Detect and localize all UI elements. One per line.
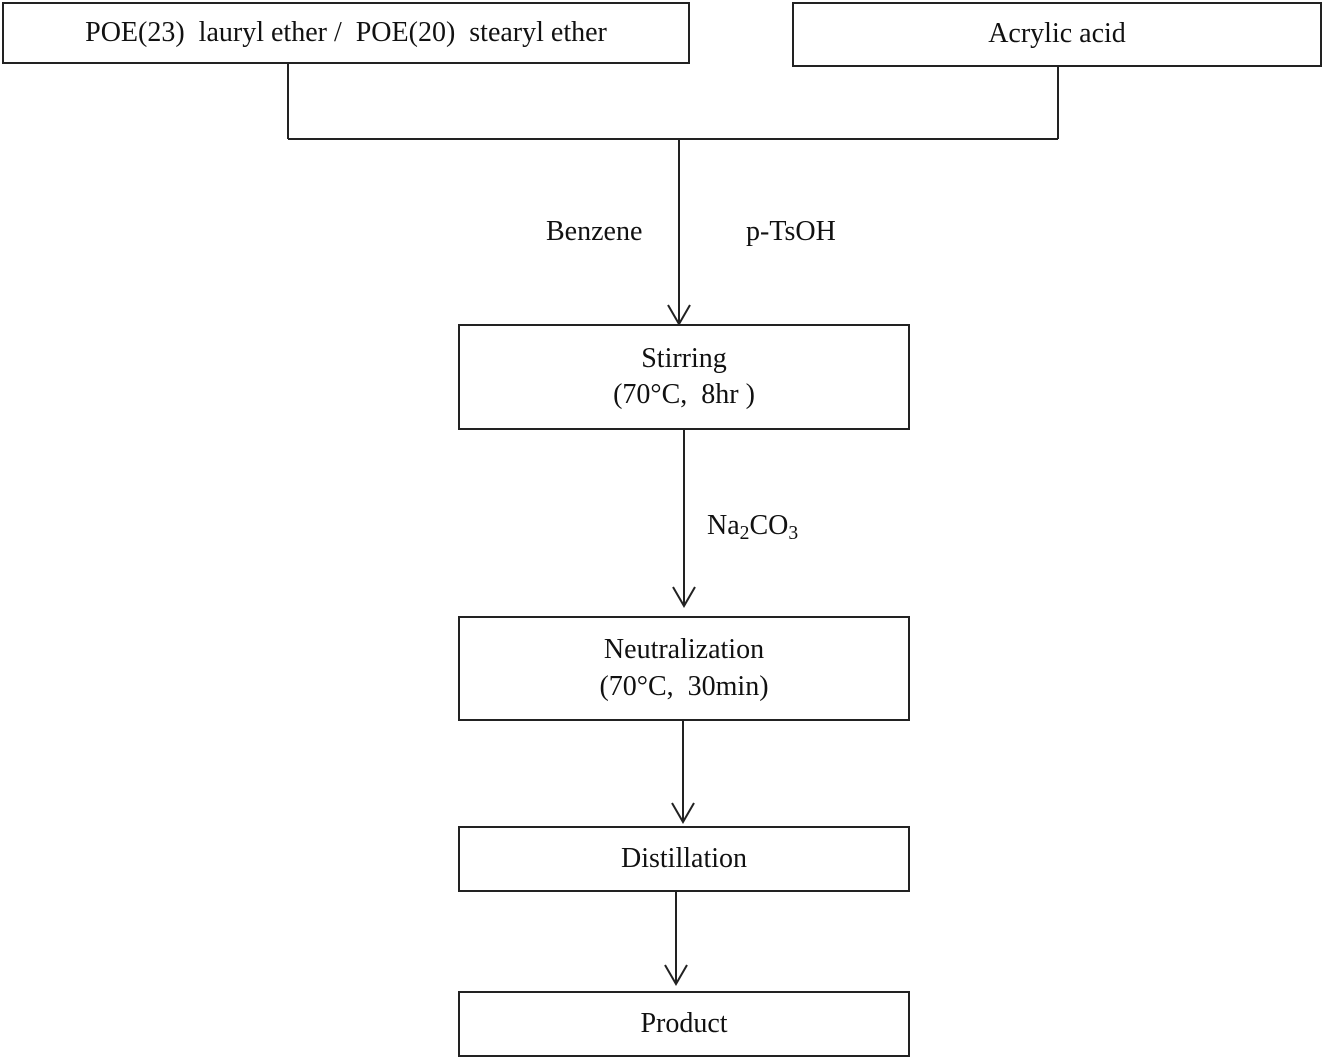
base-mid: CO (749, 510, 789, 541)
stirring-condition: (70°C, 8hr ) (613, 379, 755, 410)
distillation-title: Distillation (621, 842, 747, 874)
solvent-label: Benzene (546, 216, 643, 247)
base-label: Na2CO3 (707, 510, 798, 544)
arrowhead-neutralization (672, 586, 696, 608)
surfactant-box: POE(23) lauryl ether / POE(20) stearyl e… (2, 2, 690, 64)
distillation-box: Distillation (458, 826, 910, 892)
base-sub1: 2 (739, 522, 750, 544)
product-box: Product (458, 991, 910, 1057)
stirring-title: Stirring (641, 342, 727, 374)
neutralization-condition: (70°C, 30min) (599, 670, 769, 702)
base-prefix: Na (707, 510, 740, 541)
surfactant-label: POE(23) lauryl ether / POE(20) stearyl e… (85, 16, 607, 48)
neutralization-box: Neutralization (70°C, 30min) (458, 616, 910, 721)
neutralization-title: Neutralization (603, 634, 765, 666)
product-title: Product (640, 1007, 728, 1039)
acid-label: Acrylic acid (988, 18, 1126, 50)
catalyst-label: p-TsOH (746, 216, 836, 247)
arrowhead-distillation (671, 802, 695, 824)
arrowhead-product (664, 964, 688, 986)
base-sub2: 3 (788, 522, 799, 544)
acid-box: Acrylic acid (792, 2, 1322, 67)
stirring-box: Stirring (70°C, 8hr ) (458, 324, 910, 430)
